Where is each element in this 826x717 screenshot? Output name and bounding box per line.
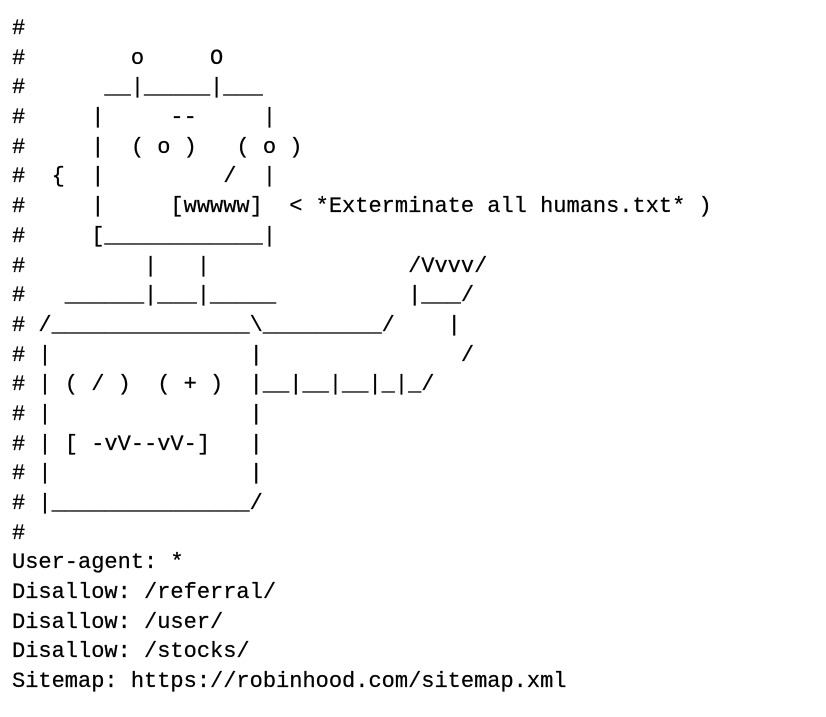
ascii-art-line: # o O — [12, 45, 224, 71]
ascii-art-line: # | | — [12, 401, 263, 427]
sitemap-directive: Sitemap: https://robinhood.com/sitemap.x… — [12, 669, 567, 695]
ascii-art-line: # /_______________\_________/ | — [12, 312, 461, 338]
ascii-art-line: # — [12, 16, 26, 41]
ascii-art-line: # — [12, 520, 26, 546]
user-agent-directive: User-agent: * — [12, 550, 184, 576]
ascii-art-line: # | [wwwww] < *Exterminate all humans.tx… — [12, 194, 712, 220]
disallow-directive: Disallow: /user/ — [12, 609, 224, 635]
robots-txt-document: # # o O # __|_____|___ # | -- | # | ( o ) ( … — [12, 14, 822, 697]
ascii-art-line: # |_______________/ — [12, 491, 263, 516]
ascii-art-line: # | | /Vvvv/ — [12, 253, 488, 279]
disallow-directive: Disallow: /referral/ — [12, 580, 277, 606]
ascii-art-line: # | -- | — [12, 105, 277, 131]
ascii-art-line: # | | / — [12, 342, 475, 368]
ascii-art-line: # { | / | — [12, 164, 277, 190]
ascii-art-line: # | [ -vV--vV-] | — [12, 431, 263, 457]
ascii-art-line: # | | — [12, 461, 263, 487]
ascii-art-line: # | ( / ) ( + ) |__|__|__|_|_/ — [12, 372, 435, 398]
disallow-directive: Disallow: /stocks/ — [12, 639, 250, 665]
ascii-art-line: # ______|___|_____ |___/ — [12, 283, 475, 309]
ascii-art-line: # | ( o ) ( o ) — [12, 134, 303, 160]
ascii-art-line: # __|_____|___ — [12, 75, 263, 101]
ascii-art-line: # [____________| — [12, 223, 277, 249]
